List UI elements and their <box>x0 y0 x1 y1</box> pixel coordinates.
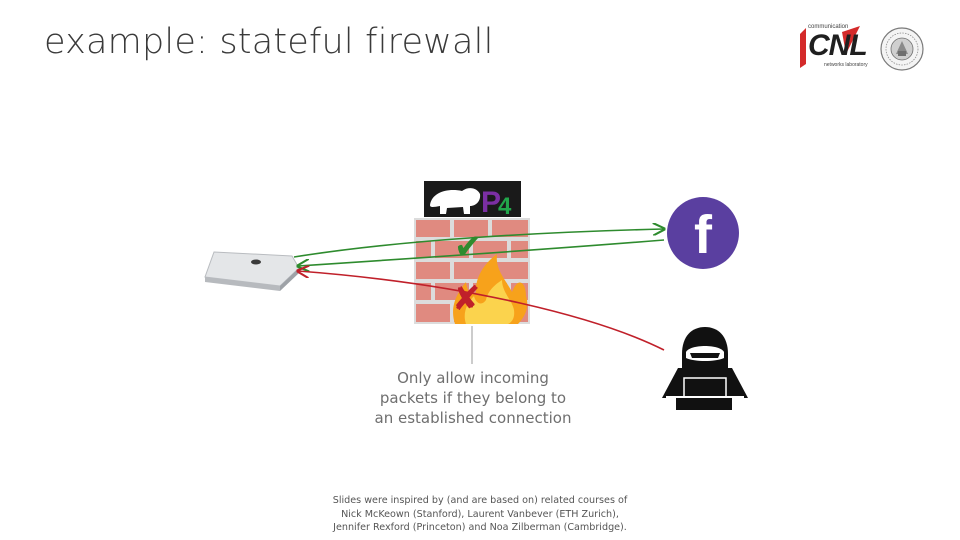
allow-check-icon: ✔ <box>454 227 483 267</box>
hacker-icon <box>662 327 748 410</box>
facebook-glyph: f <box>694 205 713 265</box>
mac-mini-icon <box>205 252 299 291</box>
callout-line-1: Only allow incoming <box>362 368 584 388</box>
footer-line-2: Nick McKeown (Stanford), Laurent Vanbeve… <box>300 508 660 522</box>
callout-line-3: an established connection <box>362 408 584 428</box>
footer-line-1: Slides were inspired by (and are based o… <box>300 494 660 508</box>
p4-logo-4: 4 <box>498 193 512 220</box>
p4-logo-icon: P 4 <box>424 181 521 220</box>
deny-cross-icon: ✘ <box>452 279 481 319</box>
callout-line-2: packets if they belong to <box>362 388 584 408</box>
slide-footer: Slides were inspired by (and are based o… <box>300 494 660 535</box>
facebook-icon: f <box>667 197 739 269</box>
firewall-callout: Only allow incoming packets if they belo… <box>362 368 584 428</box>
footer-line-3: Jennifer Rexford (Princeton) and Noa Zil… <box>300 521 660 535</box>
